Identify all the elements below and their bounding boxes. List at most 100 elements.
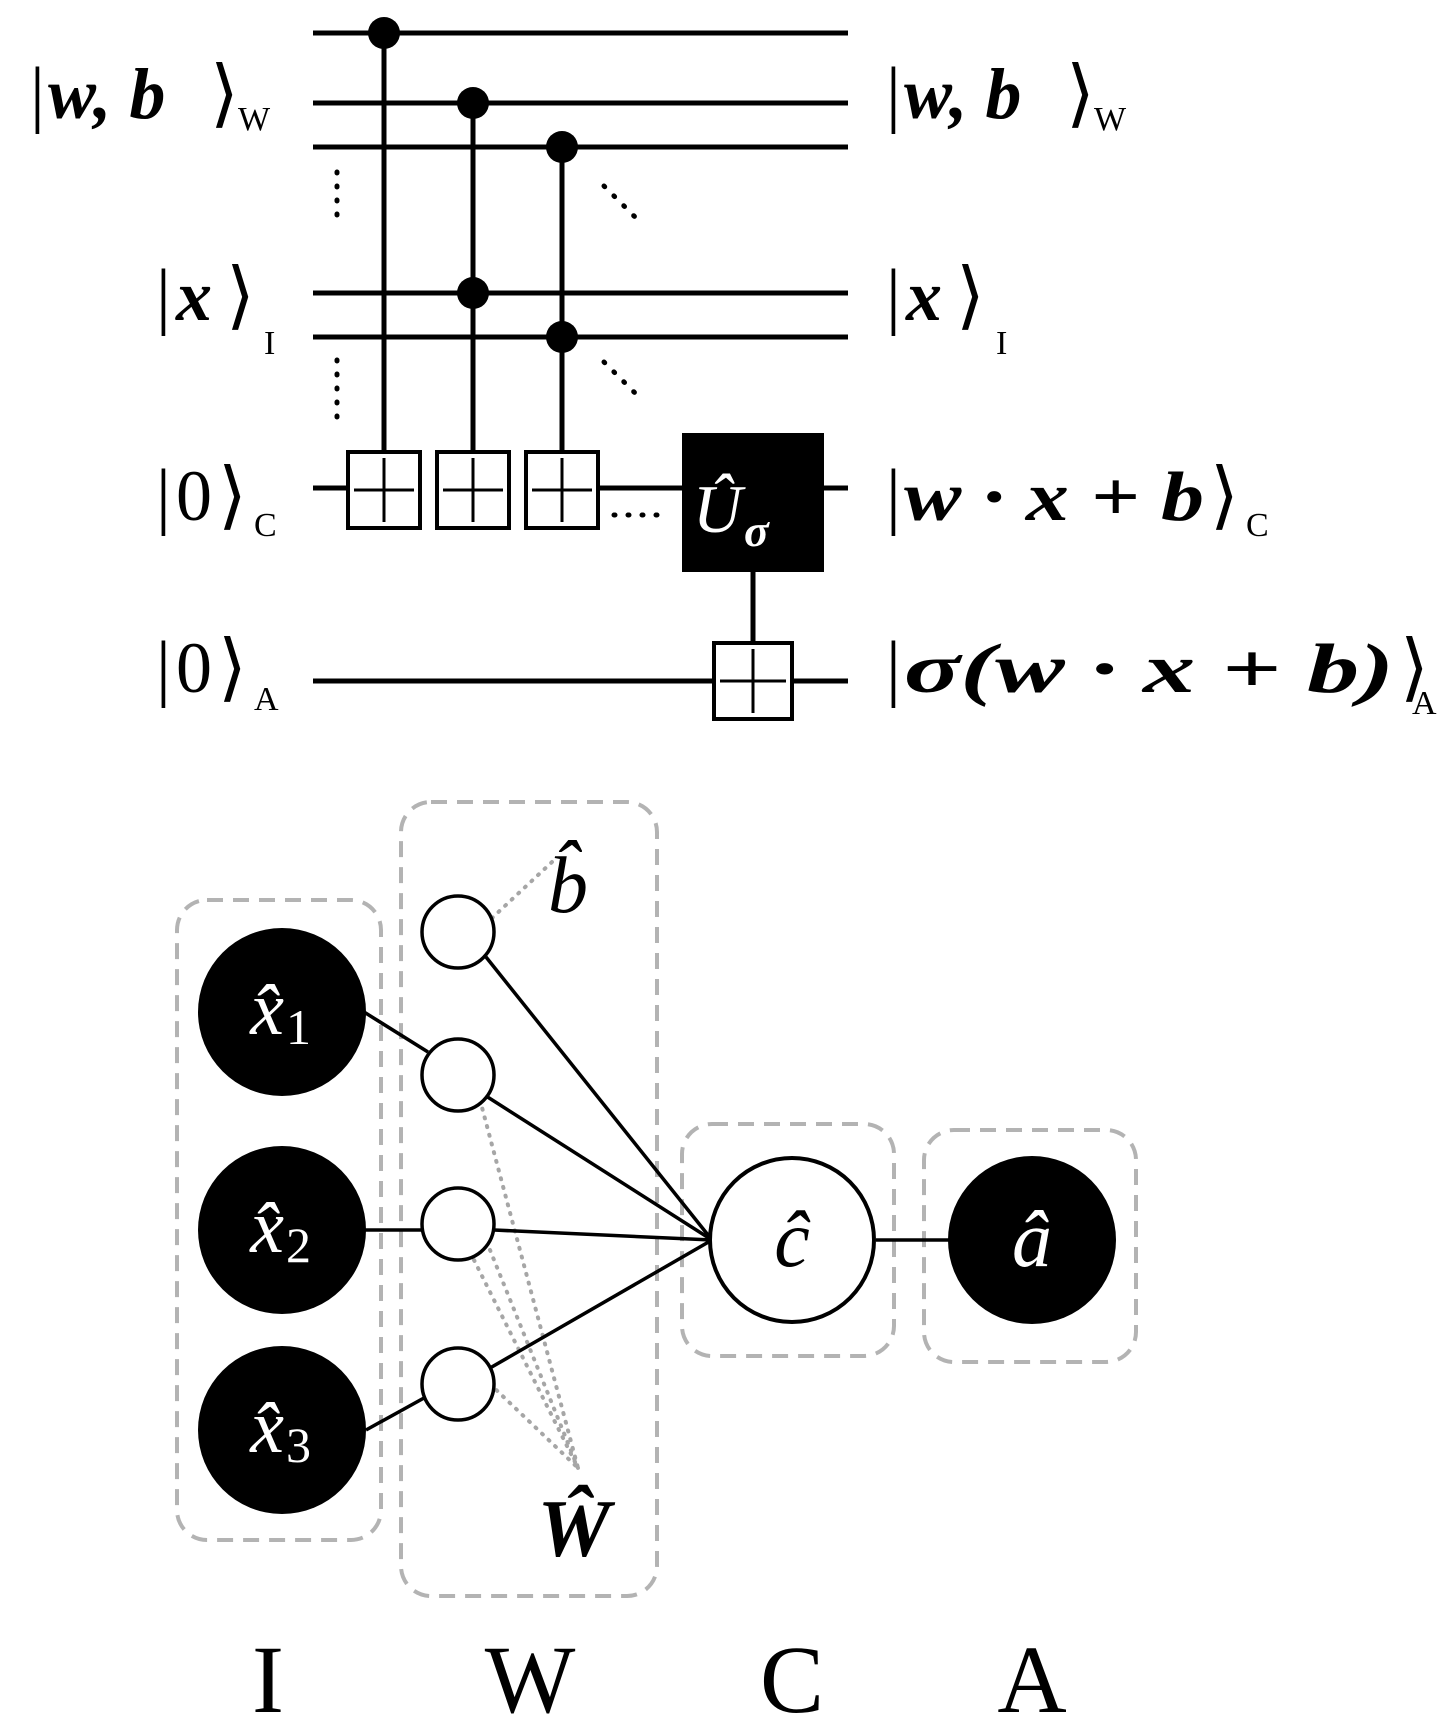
register-box-input xyxy=(175,898,383,1542)
compute-node-label: ĉ xyxy=(774,1196,811,1284)
weight-dotted-edge-2 xyxy=(488,1248,580,1470)
dotted-edges xyxy=(468,860,580,1470)
ket-left-ancilla-sub: A xyxy=(254,681,279,718)
control-dot-1 xyxy=(368,17,400,49)
ket-right-compute: | w · x + b ⟩ C xyxy=(886,455,1269,544)
input-node-1-label: x̂ xyxy=(249,967,284,1051)
quantum-circuit: Û σ | w, b ⟩ W | x ⟩ I xyxy=(30,17,1437,722)
svg-text:|: | xyxy=(886,455,901,537)
ket-right-input-text: x xyxy=(905,256,942,336)
svg-text:⟩: ⟩ xyxy=(956,255,985,337)
input-node-3: x̂ 3 xyxy=(198,1346,366,1514)
register-label-ancilla: A xyxy=(997,1626,1066,1729)
bias-dotted-edge xyxy=(490,860,554,920)
ket-left-compute-text: 0 xyxy=(176,456,212,536)
weight-matrix-label: Ŵ xyxy=(538,1483,616,1574)
svg-text:⟩: ⟩ xyxy=(218,455,247,537)
ket-right-ancilla-text: σ(w · x + b) xyxy=(904,631,1394,708)
ket-right-ancilla: | σ(w · x + b) ⟩ A xyxy=(886,627,1437,722)
ket-left-compute-sub: C xyxy=(254,507,277,544)
circuit-ellipses xyxy=(334,169,671,518)
ancilla-node-label: â xyxy=(1012,1196,1052,1284)
register-label-input: I xyxy=(252,1626,284,1729)
circuit-left-labels: | w, b ⟩ W | x ⟩ I | 0 ⟩ C | 0 ⟩ A xyxy=(30,53,279,718)
ket-left-input: | x ⟩ I xyxy=(156,255,275,362)
target-gate-2 xyxy=(435,450,511,530)
svg-text:|: | xyxy=(30,53,45,135)
svg-text:⟩: ⟩ xyxy=(226,255,255,337)
register-box-weights xyxy=(399,800,659,1598)
register-label-compute: C xyxy=(760,1626,824,1729)
bias-label: b̂ xyxy=(548,840,588,930)
ket-right-weights-sub: W xyxy=(1094,101,1127,138)
target-gate-ancilla xyxy=(712,641,794,721)
weight-nodes xyxy=(420,894,496,1422)
ket-right-compute-text: w · x + b xyxy=(904,459,1204,536)
svg-text:|: | xyxy=(156,255,171,337)
ket-right-weights: | w, b ⟩ W xyxy=(886,53,1127,138)
neural-network: x̂ 1 x̂ 2 x̂ 3 ĉ â b̂ Ŵ xyxy=(175,800,1138,1729)
input-node-1-sub: 1 xyxy=(286,999,311,1055)
control-dot-3a xyxy=(546,131,578,163)
svg-text:⟩: ⟩ xyxy=(1210,455,1239,537)
control-dot-2a xyxy=(457,87,489,119)
register-box-ancilla xyxy=(922,1128,1138,1364)
ket-right-compute-sub: C xyxy=(1246,507,1269,544)
circuit-wires xyxy=(313,30,848,684)
weight-dotted-edge-1 xyxy=(478,1098,580,1470)
bias-node xyxy=(420,894,496,970)
input-node-2-label: x̂ xyxy=(249,1185,284,1269)
u-sigma-gate: Û σ xyxy=(682,433,824,572)
ancilla-node: â xyxy=(948,1156,1116,1324)
input-node-2: x̂ 2 xyxy=(198,1146,366,1314)
diagonal-ellipsis-weights xyxy=(601,183,645,227)
compute-node: ĉ xyxy=(708,1156,876,1324)
register-labels: I W C A xyxy=(252,1626,1067,1729)
ket-right-input-sub: I xyxy=(996,325,1007,362)
edge-w1-c xyxy=(485,1094,713,1242)
weight-node-3 xyxy=(420,1346,496,1422)
weight-node-1 xyxy=(420,1037,496,1113)
ket-left-weights-sub: W xyxy=(238,101,271,138)
input-node-1: x̂ 1 xyxy=(198,928,366,1096)
register-label-weights: W xyxy=(485,1626,576,1729)
ket-left-weights: | w, b ⟩ W xyxy=(30,53,271,138)
edge-w2-c xyxy=(493,1228,713,1242)
u-sigma-gate-label: Û xyxy=(693,471,746,547)
svg-text:⟩: ⟩ xyxy=(210,53,239,135)
target-gates xyxy=(346,450,794,721)
target-gate-1 xyxy=(346,450,422,530)
svg-text:|: | xyxy=(886,255,901,337)
ket-right-weights-text: w, b xyxy=(904,54,1021,134)
control-dot-3b xyxy=(546,321,578,353)
u-sigma-gate-subscript: σ xyxy=(744,505,770,556)
ket-left-ancilla: | 0 ⟩ A xyxy=(156,627,279,718)
svg-text:|: | xyxy=(156,455,171,537)
control-dot-2b xyxy=(457,277,489,309)
edge-x1-w1 xyxy=(363,1010,429,1054)
svg-text:⟩: ⟩ xyxy=(218,627,247,709)
weight-node-2 xyxy=(420,1186,496,1262)
ket-left-compute: | 0 ⟩ C xyxy=(156,455,277,544)
ket-left-ancilla-text: 0 xyxy=(176,628,212,708)
ket-left-weights-text: w, b xyxy=(48,54,165,134)
diagonal-ellipsis-inputs xyxy=(601,359,645,403)
svg-text:|: | xyxy=(886,627,901,709)
circuit-right-labels: | w, b ⟩ W | x ⟩ I | w · x + b ⟩ C | σ(w… xyxy=(886,53,1437,722)
ket-left-input-sub: I xyxy=(264,325,275,362)
input-node-3-label: x̂ xyxy=(249,1385,284,1469)
ket-left-input-text: x xyxy=(175,256,212,336)
edge-x3-w3 xyxy=(365,1396,425,1432)
ket-right-ancilla-sub: A xyxy=(1412,685,1437,722)
input-node-3-sub: 3 xyxy=(286,1417,311,1473)
edge-bias-c xyxy=(484,955,714,1242)
weight-dotted-edge-4 xyxy=(488,1382,580,1470)
edge-w3-c xyxy=(489,1238,713,1370)
control-lines xyxy=(381,33,756,643)
target-gate-3 xyxy=(524,450,600,530)
control-dots xyxy=(368,17,578,353)
svg-text:|: | xyxy=(156,627,171,709)
input-nodes: x̂ 1 x̂ 2 x̂ 3 xyxy=(198,928,366,1514)
svg-text:⟩: ⟩ xyxy=(1066,53,1095,135)
